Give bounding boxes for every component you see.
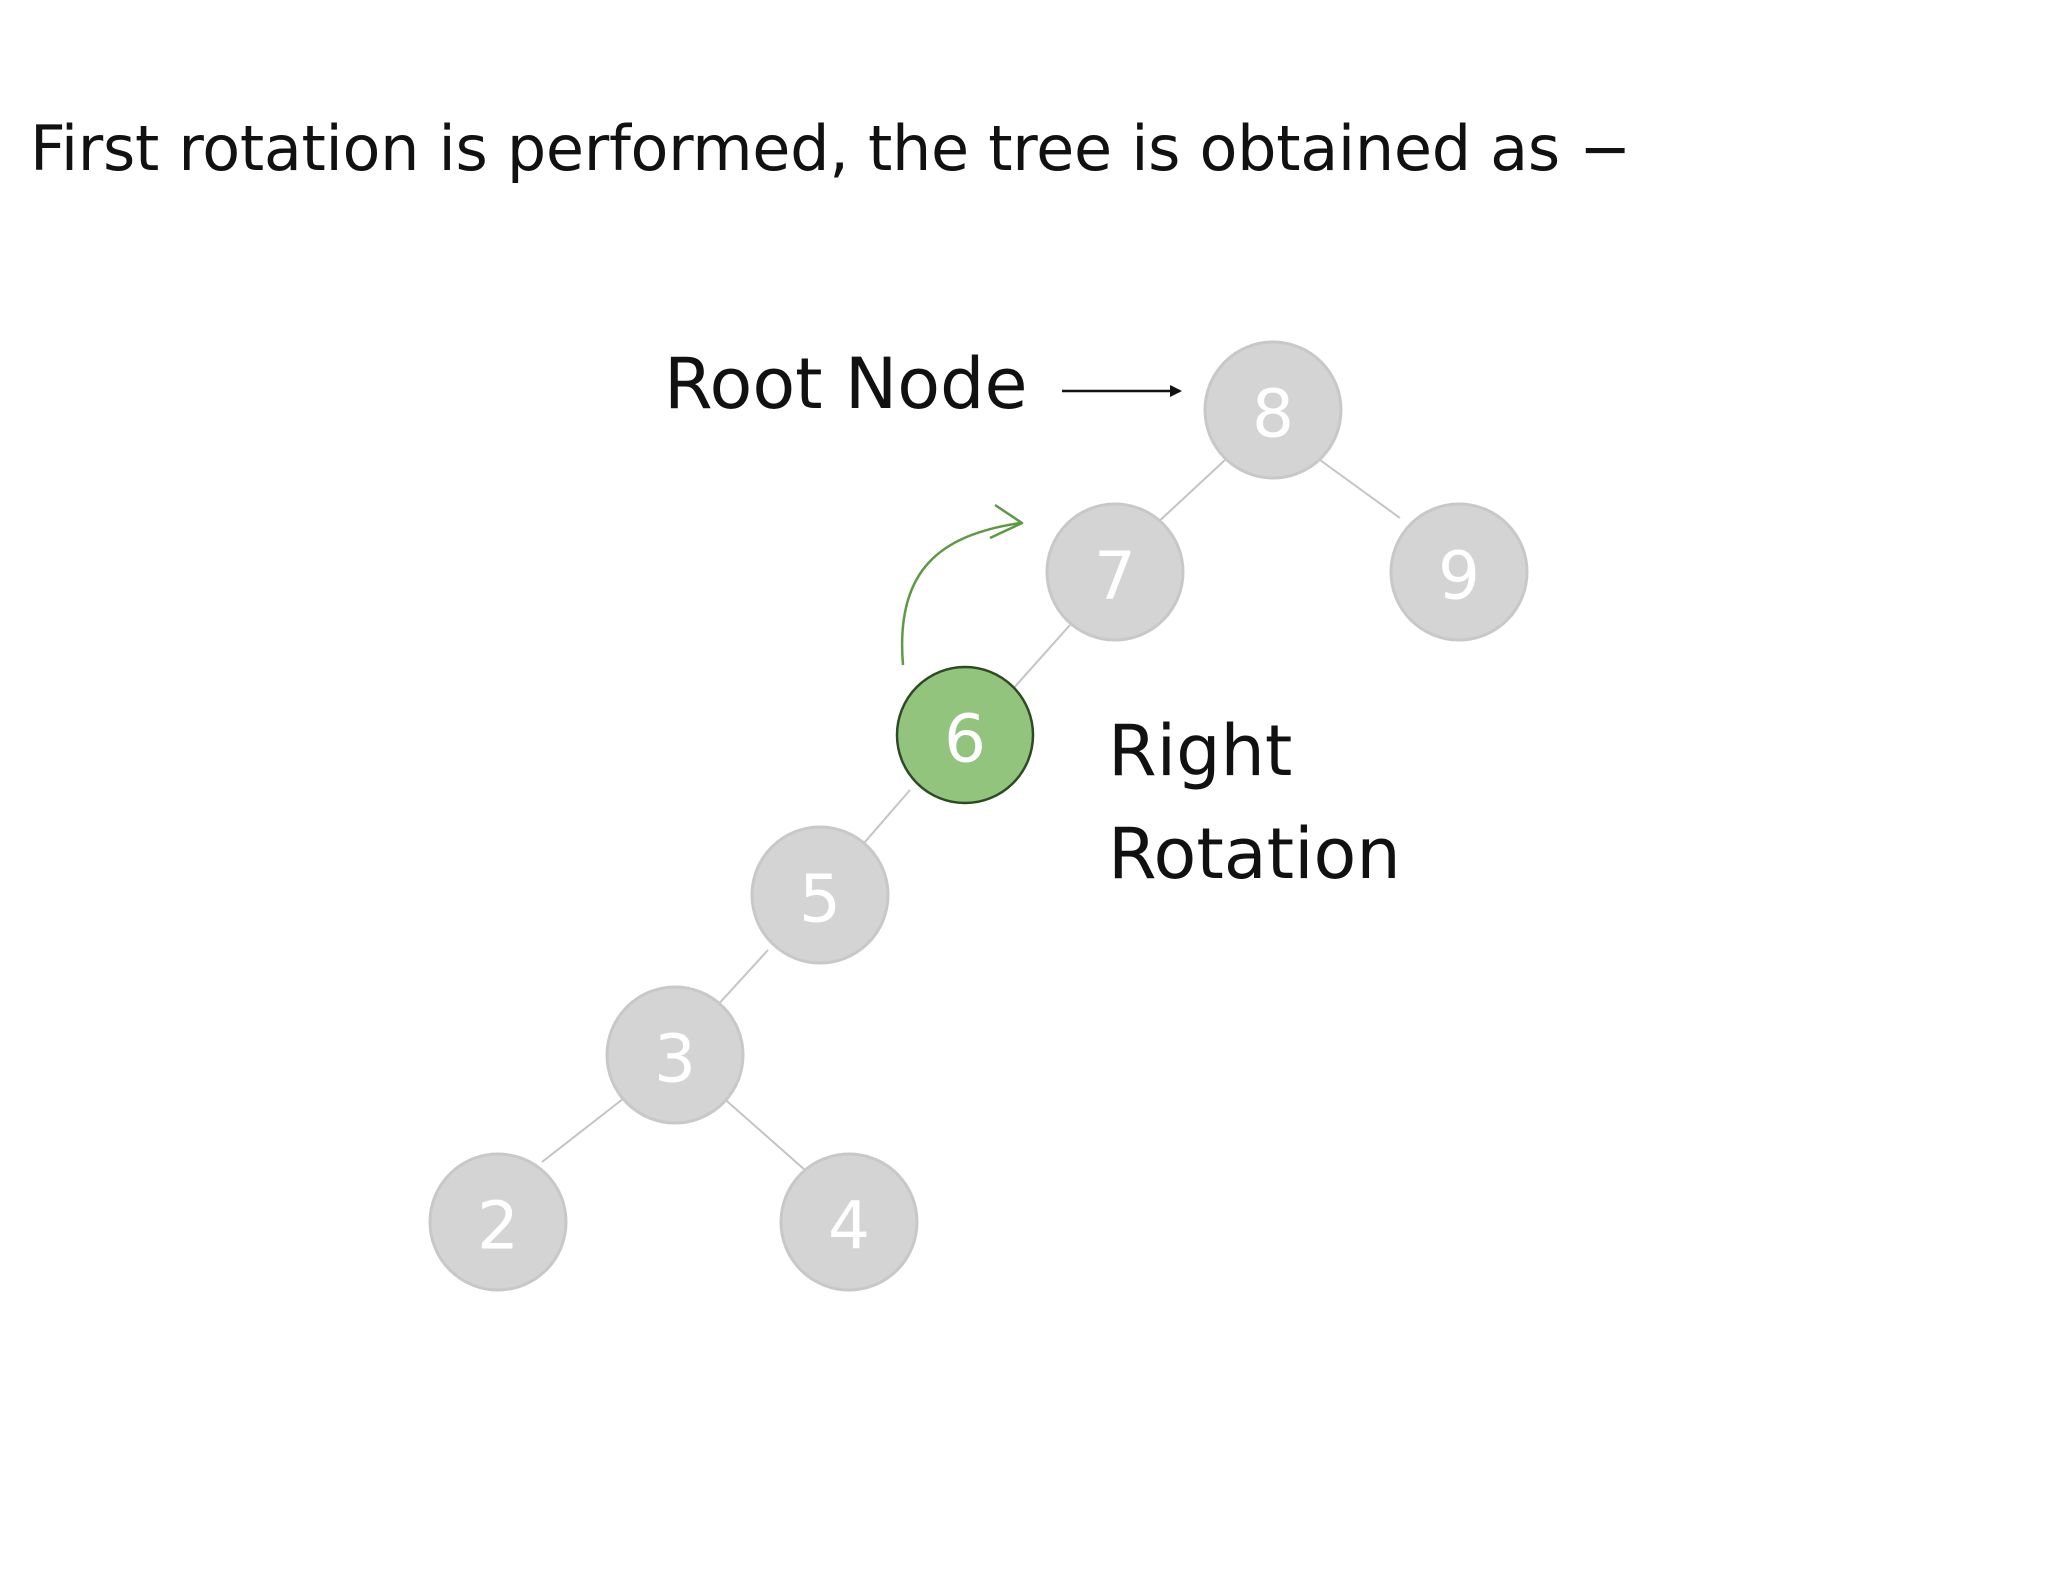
root-node-label: Root Node xyxy=(664,343,1028,425)
tree-node-2: 2 xyxy=(428,1152,568,1292)
edge-3-4 xyxy=(719,1094,806,1171)
edge-6-5 xyxy=(857,789,911,851)
node-label-8: 8 xyxy=(1252,376,1294,453)
node-label-5: 5 xyxy=(799,861,841,938)
node-label-6: 6 xyxy=(944,701,986,778)
rotation-label-line2: Rotation xyxy=(1108,813,1401,895)
tree-node-4: 4 xyxy=(779,1152,919,1292)
rotation-label-line1: Right xyxy=(1108,710,1292,792)
tree-node-3: 3 xyxy=(605,985,745,1125)
node-label-7: 7 xyxy=(1094,538,1136,615)
edge-8-7 xyxy=(1154,459,1226,526)
edge-8-9 xyxy=(1319,459,1401,519)
caption-text: First rotation is performed, the tree is… xyxy=(30,112,1631,185)
tree-node-7: 7 xyxy=(1045,502,1185,642)
tree-node-9: 9 xyxy=(1389,502,1529,642)
rotation-arrowhead xyxy=(989,503,1024,540)
edge-5-3 xyxy=(714,949,769,1009)
node-label-4: 4 xyxy=(828,1188,870,1265)
tree-node-8: 8 xyxy=(1203,340,1343,480)
tree-node-6: 6 xyxy=(895,665,1035,805)
edge-7-6 xyxy=(1011,624,1071,691)
rotation-arrow xyxy=(900,521,1021,666)
tree-node-5: 5 xyxy=(750,825,890,965)
node-label-9: 9 xyxy=(1438,538,1480,615)
node-label-3: 3 xyxy=(654,1021,696,1098)
edge-3-2 xyxy=(541,1094,629,1163)
node-label-2: 2 xyxy=(477,1188,519,1265)
